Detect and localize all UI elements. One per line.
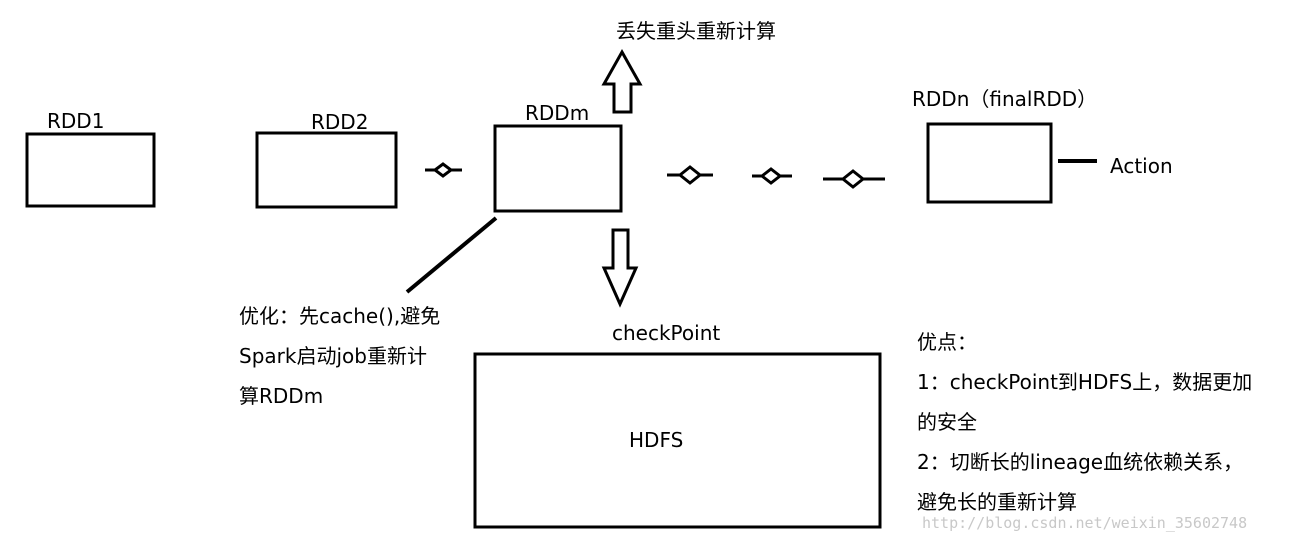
rddn-label: RDDn（finalRDD）	[912, 87, 1098, 111]
rddm-label: RDDm	[525, 101, 590, 125]
note-pointer-line	[405, 216, 498, 294]
advantages-line: 避免长的重新计算	[917, 490, 1077, 514]
rdd2-label: RDD2	[311, 110, 369, 134]
checkpoint-label: checkPoint	[612, 321, 721, 345]
rddm-box	[493, 124, 623, 213]
rdd2-box	[255, 131, 398, 209]
up-arrow-icon	[601, 48, 643, 114]
hdfs-label: HDFS	[629, 428, 684, 452]
connector-rddm-next	[667, 165, 713, 185]
connector-to-rddn	[823, 169, 885, 189]
advantages-line: 的安全	[917, 410, 977, 434]
optimization-note-line: Spark启动job重新计	[239, 344, 427, 368]
optimization-note-line: 优化：先cache(),避免	[239, 304, 441, 328]
optimization-note-line: 算RDDm	[239, 384, 324, 408]
advantages-heading: 优点：	[917, 330, 977, 354]
watermark-text: http://blog.csdn.net/weixin_35602748	[922, 514, 1248, 532]
rddn-box	[926, 122, 1053, 204]
rdd1-label: RDD1	[47, 109, 105, 133]
hdfs-storage-box	[473, 352, 882, 529]
down-arrow-icon	[601, 228, 639, 308]
advantages-line: 1：checkPoint到HDFS上，数据更加	[917, 370, 1253, 394]
optimization-note: 优化：先cache(),避免 Spark启动job重新计 算RDDm	[239, 296, 440, 416]
rdd1-box	[25, 132, 156, 208]
advantages-line: 2：切断长的lineage血统依赖关系，	[917, 450, 1244, 474]
advantages-note: 优点： 1：checkPoint到HDFS上，数据更加 的安全 2：切断长的li…	[917, 322, 1252, 522]
lost-recompute-label: 丢失重头重新计算	[616, 19, 776, 43]
action-label: Action	[1110, 154, 1173, 178]
connector-middle	[752, 167, 792, 185]
connector-rdd2-rddm	[425, 162, 462, 178]
